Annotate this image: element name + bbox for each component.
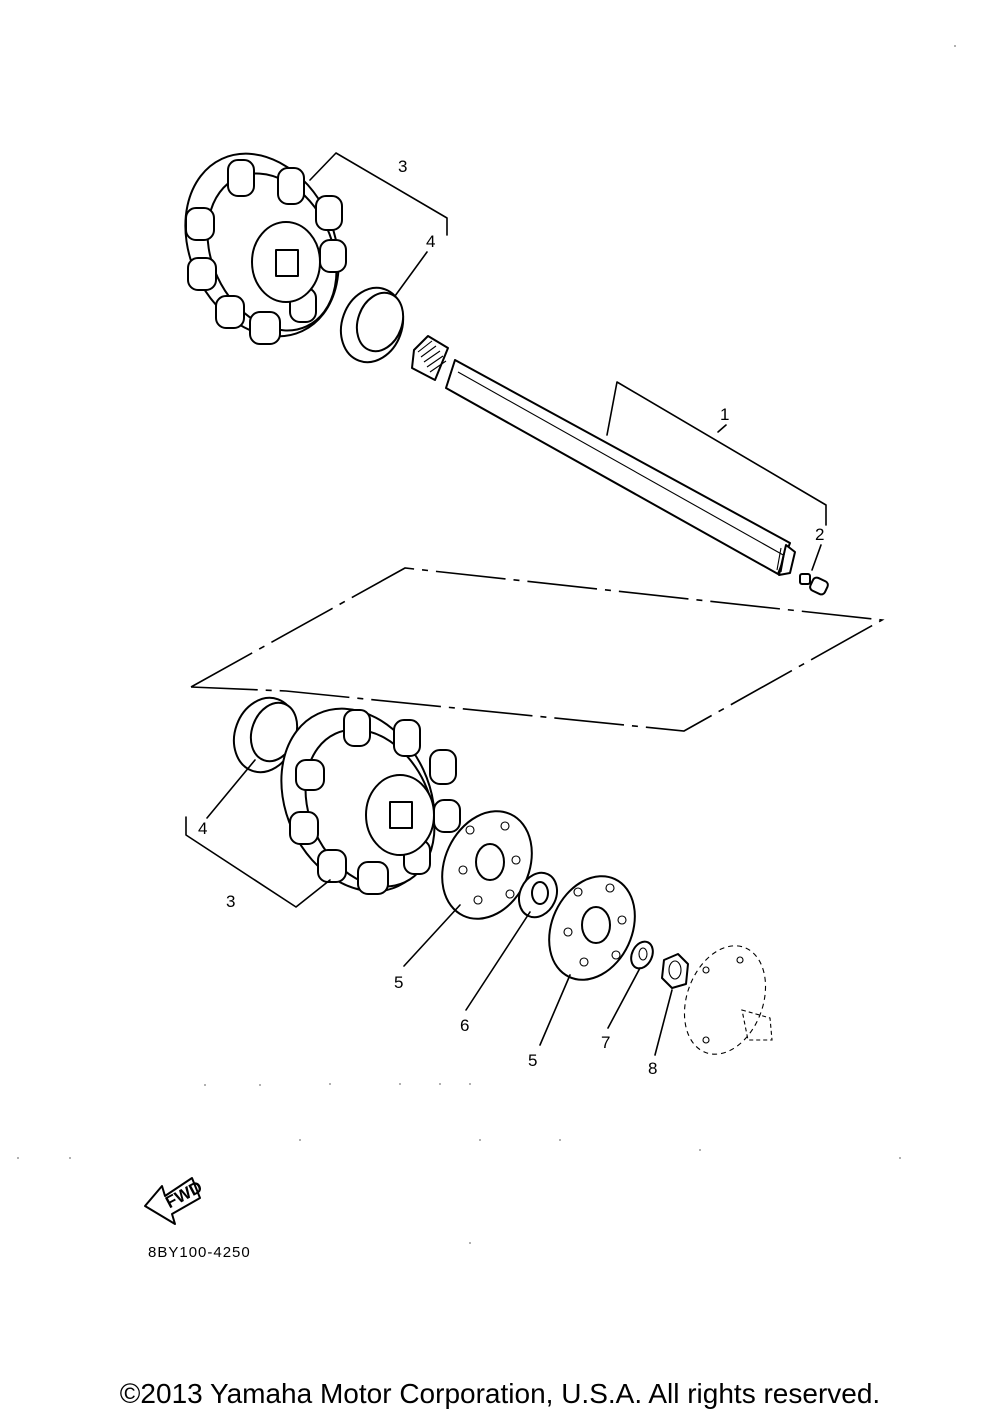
hub-phantom [683,945,773,1055]
drive-shaft [411,335,796,576]
leader-6 [465,911,531,1011]
callout-5-inner: 5 [528,1051,537,1070]
leader-7 [607,967,641,1029]
leader-4-upper [394,251,428,297]
callout-3-upper: 3 [398,157,407,176]
callout-4-lower: 4 [198,819,207,838]
callout-3-lower: 3 [226,892,235,911]
outer-plate [441,810,533,920]
diagram-part-code: 8BY100-4250 [148,1244,251,1261]
callout-5-outer: 5 [394,973,403,992]
bearing [518,871,558,919]
assembly-outline [190,567,885,732]
leader-4-lower [206,759,256,819]
shaft-plug [799,573,829,596]
callout-4-upper: 4 [426,232,435,251]
callout-2: 2 [815,525,824,544]
leader-3-lower [185,816,331,908]
washer [630,940,654,970]
inner-plate [548,875,636,981]
callout-6: 6 [460,1016,469,1035]
upper-spacer [339,286,405,364]
upper-sprocket [184,152,347,345]
leader-5-outer [403,904,461,967]
leader-2 [811,544,822,571]
leader-1 [606,381,827,526]
leader-5-inner [539,974,571,1046]
callout-7: 7 [601,1033,610,1052]
callout-1: 1 [720,405,729,424]
callout-8: 8 [648,1059,657,1078]
scan-dots [17,45,956,1244]
leader-1-to-label [717,424,727,433]
nut [661,953,689,989]
lower-sprocket [280,707,461,895]
fwd-arrow-icon: FWD [144,1177,205,1225]
leader-3-upper [309,152,448,236]
leader-8 [654,989,673,1056]
copyright-notice: ©2013 Yamaha Motor Corporation, U.S.A. A… [119,1378,881,1409]
